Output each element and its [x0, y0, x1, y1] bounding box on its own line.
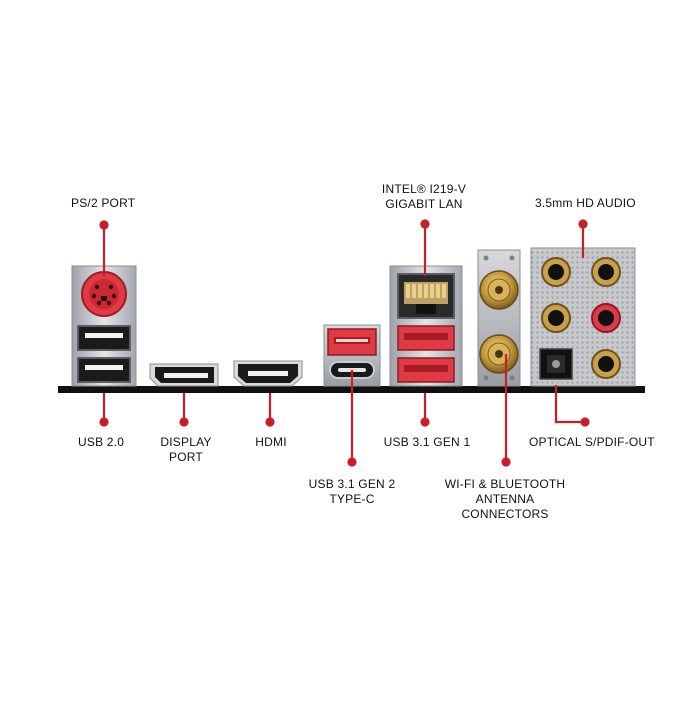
label-hd-audio: 3.5mm HD AUDIO [535, 196, 636, 210]
label-wifi-line2: ANTENNA [475, 492, 535, 506]
callout-lines [99, 219, 590, 467]
label-hdmi: HDMI [255, 435, 287, 449]
audio-jack-top-left [541, 257, 571, 287]
displayport-connector [149, 363, 219, 387]
label-intel-lan-line2: GIGABIT LAN [385, 197, 463, 211]
label-usb31gen2-line2: TYPE-C [329, 492, 375, 506]
ps2-usb20-stack [71, 265, 137, 387]
optical-spdif-port [539, 348, 573, 380]
label-ps2-port: PS/2 PORT [71, 196, 136, 210]
label-wifi-line1: WI-FI & BLUETOOTH [444, 477, 566, 491]
label-usb20: USB 2.0 [78, 435, 125, 449]
lan-usb31gen1-stack [389, 265, 463, 387]
audio-jack-bottom-right [591, 349, 621, 379]
label-intel-lan: INTEL® I219-V GIGABIT LAN [382, 182, 466, 212]
antenna-connectors [477, 249, 521, 387]
label-optical-spdif: OPTICAL S/PDIF-OUT [529, 435, 655, 449]
antenna-connector-top [479, 270, 519, 310]
hd-audio-block [530, 247, 636, 387]
label-wifi-bt-antenna: WI-FI & BLUETOOTH ANTENNA CONNECTORS [445, 477, 566, 522]
label-usb31gen2-typec: USB 3.1 GEN 2 TYPE-C [309, 477, 396, 507]
label-display-port-line2: PORT [169, 450, 203, 464]
label-wifi-line3: CONNECTORS [461, 507, 549, 521]
antenna-connector-bottom [479, 334, 519, 374]
label-display-port: DISPLAY PORT [160, 435, 211, 465]
audio-jack-mid-left [541, 303, 571, 333]
label-usb31gen1: USB 3.1 GEN 1 [383, 435, 471, 449]
usb31gen2-stack [323, 324, 381, 387]
hdmi-connector [233, 360, 303, 387]
audio-jack-top-right [591, 257, 621, 287]
label-intel-lan-line1: INTEL® I219-V [381, 182, 467, 196]
label-usb31gen2-line1: USB 3.1 GEN 2 [308, 477, 396, 491]
audio-jack-mid-right-red [591, 303, 621, 333]
label-display-port-line1: DISPLAY [160, 435, 212, 449]
